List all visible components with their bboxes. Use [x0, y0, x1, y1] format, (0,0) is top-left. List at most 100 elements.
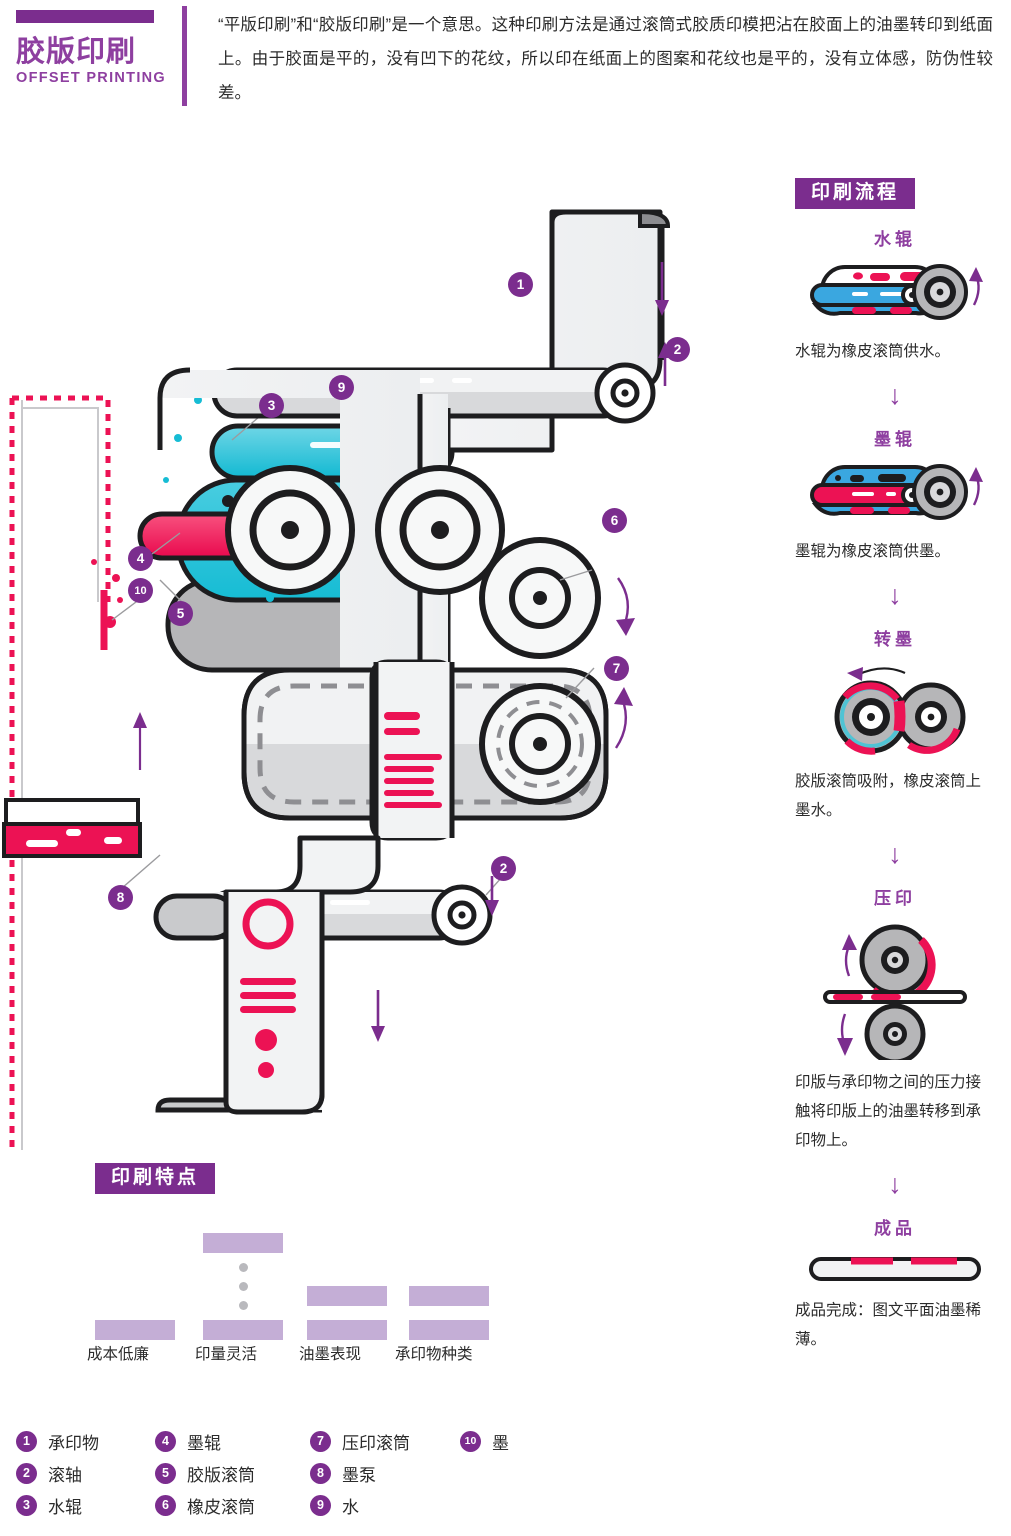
feature-bar — [203, 1233, 283, 1253]
feature-bar — [307, 1286, 387, 1306]
flow-step-label: 压印 — [874, 889, 916, 908]
flow-step-label: 墨辊 — [874, 430, 916, 449]
flow-step-desc: 墨辊为橡皮滚筒供墨。 — [795, 543, 951, 560]
title-rule — [16, 10, 154, 23]
flow-step-desc: 胶版滚筒吸附，橡皮滚筒上墨水。 — [795, 773, 982, 819]
flow-heading: 印刷流程 — [795, 178, 916, 209]
diagram-marker-5[interactable]: 5 — [168, 601, 193, 626]
features-heading: 印刷特点 — [95, 1163, 216, 1194]
diagram-marker-9[interactable]: 9 — [329, 375, 354, 400]
features-bar-chart: 成本低廉 印量灵活 油墨表现 承印物种类 — [87, 1222, 525, 1363]
legend-item-9[interactable]: 9 水 — [310, 1489, 410, 1521]
flow-arrow-3: ↓ — [888, 839, 902, 869]
flow-step-impression: 压印 印版与承印物之间的压力接触将印版上的油墨转移到承印 — [795, 884, 995, 1155]
diagram-marker-2a[interactable]: 2 — [665, 337, 690, 362]
flow-step-label: 成品 — [874, 1219, 916, 1238]
plate-cylinder — [225, 465, 505, 595]
header-divider — [182, 6, 187, 106]
legend-column-1: 1 承印物 2 滚轴 3 水辊 — [16, 1425, 99, 1521]
legend-label: 橡皮滚筒 — [187, 1497, 255, 1517]
diagram-marker-8[interactable]: 8 — [108, 885, 133, 910]
legend-item-4[interactable]: 4 墨辊 — [155, 1425, 255, 1457]
ink-pump — [2, 798, 142, 858]
legend-label: 墨泵 — [342, 1465, 376, 1485]
feature-label-2: 油墨表现 — [299, 1346, 362, 1363]
page-title: 胶版印刷 — [16, 36, 137, 68]
ink-roller-icon — [795, 459, 995, 529]
legend-label: 水 — [342, 1497, 359, 1517]
impression-icon — [795, 918, 995, 1060]
legend-number: 5 — [155, 1462, 176, 1484]
offset-press-diagram: 1 2 3 9 6 4 10 5 7 8 2 — [0, 150, 790, 1150]
page-subtitle: OFFSET PRINTING — [16, 70, 166, 87]
feature-dot — [238, 1263, 248, 1272]
legend-number: 10 — [460, 1430, 481, 1452]
feature-column-1 — [203, 1227, 283, 1340]
diagram-marker-3[interactable]: 3 — [259, 393, 284, 418]
feature-label-1: 印量灵活 — [195, 1346, 258, 1363]
diagram-marker-4[interactable]: 4 — [128, 546, 153, 571]
press-illustration — [2, 209, 672, 1150]
flow-step-desc: 成品完成：图文平面油墨稀薄。 — [795, 1302, 982, 1348]
legend-item-5[interactable]: 5 胶版滚筒 — [155, 1457, 255, 1489]
legend-column-4: 10 墨 — [460, 1425, 509, 1457]
legend-label: 胶版滚筒 — [187, 1465, 255, 1485]
flow-arrow-2: ↓ — [888, 580, 902, 610]
legend-item-7[interactable]: 7 压印滚筒 — [310, 1425, 410, 1457]
feature-column-2 — [307, 1280, 387, 1340]
rubber-cylinder — [479, 537, 635, 659]
legend-number: 6 — [155, 1494, 176, 1516]
flow-step-water-roller: 水辊 — [795, 225, 995, 366]
legend-number: 2 — [16, 1462, 37, 1484]
ink-transfer-icon — [795, 659, 995, 759]
flow-arrow-1: ↓ — [888, 380, 902, 410]
flow-step-finished: 成品 成品完成：图文平面油墨稀薄。 — [795, 1214, 995, 1354]
legend-label: 墨辊 — [187, 1433, 221, 1453]
printing-flow-panel: 印刷流程 水辊 — [795, 178, 995, 1354]
legend-item-2[interactable]: 2 滚轴 — [16, 1457, 99, 1489]
impression-section — [241, 667, 633, 821]
feature-bar — [307, 1320, 387, 1340]
feature-label-3: 承印物种类 — [395, 1346, 473, 1363]
legend-label: 承印物 — [48, 1433, 99, 1453]
legend-number: 1 — [16, 1430, 37, 1452]
feature-label-0: 成本低廉 — [87, 1346, 150, 1363]
legend-label: 压印滚筒 — [342, 1433, 410, 1453]
flow-step-label: 转墨 — [874, 630, 916, 649]
legend-item-8[interactable]: 8 墨泵 — [310, 1457, 410, 1489]
flow-arrow-4: ↓ — [888, 1169, 902, 1199]
legend-item-10[interactable]: 10 墨 — [460, 1425, 509, 1457]
title-block: 胶版印刷 OFFSET PRINTING — [12, 10, 167, 86]
legend-label: 滚轴 — [48, 1465, 82, 1485]
leader-line-8 — [121, 854, 161, 889]
diagram-marker-10[interactable]: 10 — [128, 578, 153, 603]
page-header: 胶版印刷 OFFSET PRINTING “平版印刷”和“胶版印刷”是一个意思。… — [0, 0, 1011, 130]
flow-step-desc: 印版与承印物之间的压力接触将印版上的油墨转移到承印物上。 — [795, 1074, 982, 1149]
legend-column-3: 7 压印滚筒 8 墨泵 9 水 — [310, 1425, 410, 1521]
intro-paragraph: “平版印刷”和“胶版印刷”是一个意思。这种印刷方法是通过滚筒式胶质印模把沾在胶面… — [218, 16, 993, 102]
legend-number: 9 — [310, 1494, 331, 1516]
diagram-marker-7[interactable]: 7 — [604, 656, 629, 681]
diagram-marker-1[interactable]: 1 — [508, 272, 533, 297]
feature-column-3 — [409, 1280, 489, 1340]
legend-label: 墨 — [492, 1433, 509, 1453]
flow-step-label: 水辊 — [874, 230, 916, 249]
legend-number: 3 — [16, 1494, 37, 1516]
legend-item-6[interactable]: 6 橡皮滚筒 — [155, 1489, 255, 1521]
legend-number: 4 — [155, 1430, 176, 1452]
flow-step-ink-transfer: 转墨 — [795, 625, 995, 825]
diagram-marker-2b[interactable]: 2 — [491, 856, 516, 881]
ink-feed-dotted-line — [9, 395, 111, 1150]
feature-dot — [238, 1301, 248, 1310]
printed-sheet-middle — [369, 659, 455, 841]
feature-bar — [409, 1320, 489, 1340]
legend-column-2: 4 墨辊 5 胶版滚筒 6 橡皮滚筒 — [155, 1425, 255, 1521]
legend-item-1[interactable]: 1 承印物 — [16, 1425, 99, 1457]
legend-item-3[interactable]: 3 水辊 — [16, 1489, 99, 1521]
feature-bar — [95, 1320, 175, 1340]
diagram-marker-6[interactable]: 6 — [602, 508, 627, 533]
legend-label: 水辊 — [48, 1497, 82, 1517]
feature-bar — [203, 1320, 283, 1340]
feature-bar — [409, 1286, 489, 1306]
water-roller-icon — [795, 259, 995, 329]
